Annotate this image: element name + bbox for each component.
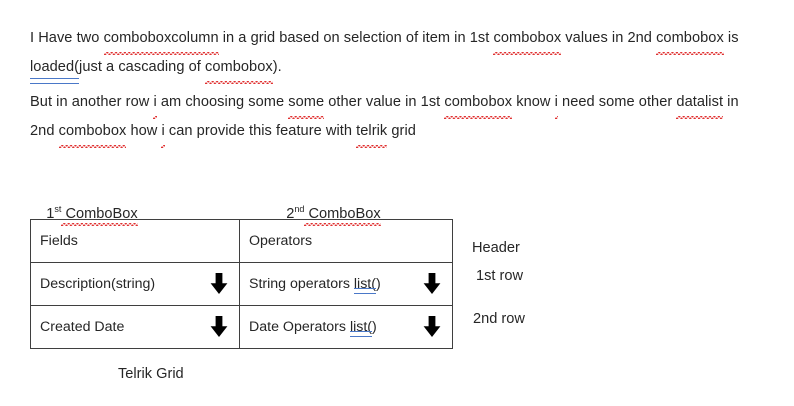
telerik-grid-diagram: Fields Operators Description(string) [30, 219, 453, 349]
text-run: in a grid based on selection of item in … [218, 30, 494, 46]
paragraph-1: I Have two comboboxcolumn in a grid base… [30, 24, 765, 84]
spellcheck-word: i [161, 117, 166, 148]
paragraph-2: But in another row i am choosing some so… [30, 88, 765, 148]
grid-header-cell-operators: Operators [239, 219, 453, 263]
spellcheck-word: some [288, 88, 324, 119]
grid-cell-operator-2-label: Date Operators [249, 319, 350, 335]
annotation-row-2: 2nd row [473, 311, 525, 327]
annotation-header: Header [472, 240, 520, 256]
text-run: need some other [557, 94, 677, 110]
grid-cell-operator-2[interactable]: Date Operators list() [239, 305, 453, 349]
spellcheck-word: telrik [356, 117, 388, 148]
grid-cell-operator-1-link-tail: ) [375, 276, 381, 292]
spellcheck-word: combobox [58, 117, 127, 148]
grid-data-row-2: Created Date Date Operators list() [30, 305, 453, 349]
text-run: other value in 1st [324, 94, 445, 110]
text-run: I Have two [30, 30, 104, 46]
spellcheck-word: combobox [204, 53, 273, 84]
text-run: is [723, 30, 739, 46]
arrow-down-icon[interactable] [423, 316, 441, 338]
text-run: can provide this feature with [164, 123, 357, 139]
text-run: am choosing some [156, 94, 289, 110]
annotation-row-1: 1st row [476, 268, 524, 284]
grid-cell-text-field-2: Created Date [40, 319, 125, 335]
arrow-down-icon[interactable] [210, 273, 228, 295]
grid-cell-text-field-1: Description(string) [40, 276, 156, 292]
first-combobox-ordinal: st [54, 204, 62, 215]
text-run: how [126, 123, 162, 139]
grid-cell-operator-1[interactable]: String operators list() [239, 262, 453, 306]
text-run: just a cascading of [79, 59, 205, 75]
text-run: But in another row [30, 94, 154, 110]
spellcheck-word: comboboxcolumn [103, 24, 219, 55]
grid-cell-operator-1-link[interactable]: list( [353, 276, 377, 294]
spellcheck-word: i [153, 88, 158, 119]
grid-cell-operator-1-label: String operators [249, 276, 354, 292]
grid-cell-operator-2-link-tail: ) [372, 319, 377, 335]
text-run: ). [272, 59, 282, 75]
text-run: values in 2nd [561, 30, 657, 46]
grid-cell-text-operator-2: Date Operators list() [249, 319, 377, 337]
grid-cell-text-operator-1: String operators list() [249, 276, 381, 294]
spellcheck-word: combobox [444, 88, 512, 119]
grid-header-label-operators: Operators [249, 233, 313, 249]
second-combobox-number: 2 [286, 206, 295, 222]
text-run: grid [387, 123, 416, 139]
second-combobox-ordinal: nd [294, 204, 305, 215]
text-run: know [512, 94, 555, 110]
arrow-down-icon[interactable] [423, 273, 441, 295]
grid-cell-field-1[interactable]: Description(string) [30, 262, 240, 306]
grid-header-label-fields: Fields [40, 233, 78, 249]
grid-caption: Telrik Grid [118, 366, 184, 382]
grid-header-row: Fields Operators [30, 219, 453, 263]
grid-header-cell-fields: Fields [30, 219, 240, 263]
text-run: in 2nd [30, 94, 739, 139]
spellcheck-word: i [554, 88, 559, 119]
spellcheck-word: datalist [676, 88, 723, 119]
first-combobox-number: 1 [46, 206, 55, 222]
arrow-down-icon[interactable] [210, 316, 228, 338]
spellcheck-word: combobox [493, 24, 561, 55]
grid-cell-operator-2-link[interactable]: list( [349, 319, 373, 337]
spellcheck-word: combobox [656, 24, 724, 55]
grid-cell-field-2[interactable]: Created Date [30, 305, 240, 349]
grid-body: Fields Operators Description(string) [30, 219, 453, 349]
grid-data-row-1: Description(string) String operators lis… [30, 262, 453, 306]
grammar-marked-word: loaded( [30, 53, 80, 84]
